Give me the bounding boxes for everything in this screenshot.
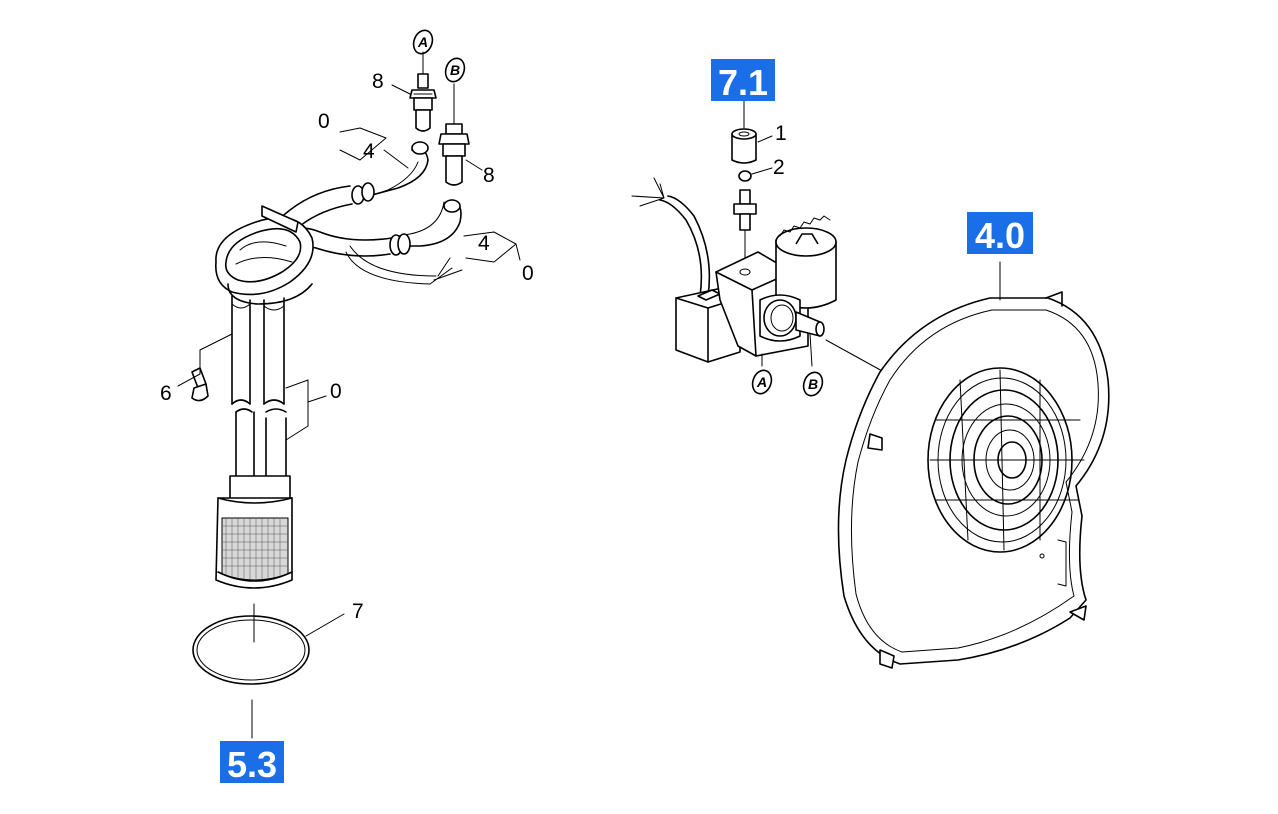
section-badge-valve-label: 7.1 (718, 62, 768, 103)
part-number-cap-nut: 1 (775, 122, 787, 145)
marker-b-top: B (444, 57, 466, 83)
marker-b-valve-label: B (808, 376, 818, 392)
section-badge-filter[interactable]: 5.3 (220, 741, 284, 785)
cap-nut[interactable] (731, 99, 773, 164)
part-number-fitting-b: 8 (483, 164, 495, 187)
suction-filter-assembly (177, 51, 521, 739)
fitting-a[interactable] (391, 51, 437, 132)
part-number-hose-pair-right: 4 (478, 232, 490, 255)
valve-outlet[interactable] (759, 294, 885, 373)
solenoid-cable[interactable] (631, 177, 711, 297)
part-number-bundle-vertical: 0 (330, 380, 342, 403)
suction-filter[interactable] (215, 475, 293, 643)
solenoid-valve-assembly (631, 99, 885, 373)
part-number-o-ring: 7 (352, 600, 364, 623)
marker-a-top-label: A (417, 34, 428, 50)
marker-a-valve: A (751, 369, 773, 395)
part-labels: 8 8 0 4 4 0 0 6 7 1 2 (160, 70, 787, 623)
marker-a-top: A (412, 29, 434, 55)
section-badge-fan-label: 4.0 (975, 215, 1025, 256)
connection-markers: A B A B (412, 29, 824, 397)
leader-bundle-vertical (285, 379, 327, 441)
part-number-bundle-right: 0 (522, 262, 534, 285)
marker-a-valve-label: A (756, 374, 767, 390)
marker-b-top-label: B (450, 62, 460, 78)
part-number-clamp: 6 (160, 382, 172, 405)
part-number-fitting-a: 8 (372, 70, 384, 93)
o-ring[interactable] (192, 613, 345, 739)
part-number-hose-pair-top: 4 (363, 140, 375, 163)
hose-ring-collar[interactable] (215, 205, 314, 305)
part-number-bundle-top: 0 (318, 110, 330, 133)
hose-bundle[interactable] (247, 141, 463, 285)
part-number-washer: 2 (773, 156, 785, 179)
section-badge-filter-label: 5.3 (227, 744, 277, 785)
marker-b-valve: B (802, 371, 824, 397)
section-badge-valve[interactable]: 7.1 (711, 59, 775, 103)
valve-knob[interactable] (775, 215, 837, 309)
fitting-b[interactable] (438, 83, 483, 186)
leader-bundle-right (463, 231, 521, 263)
section-badge-fan[interactable]: 4.0 (967, 212, 1033, 256)
fan-grille (927, 367, 1085, 553)
leader-bundle-top (339, 127, 409, 169)
washer[interactable] (738, 167, 773, 182)
fan-housing[interactable] (837, 291, 1110, 669)
hose-clamp[interactable] (177, 333, 233, 402)
